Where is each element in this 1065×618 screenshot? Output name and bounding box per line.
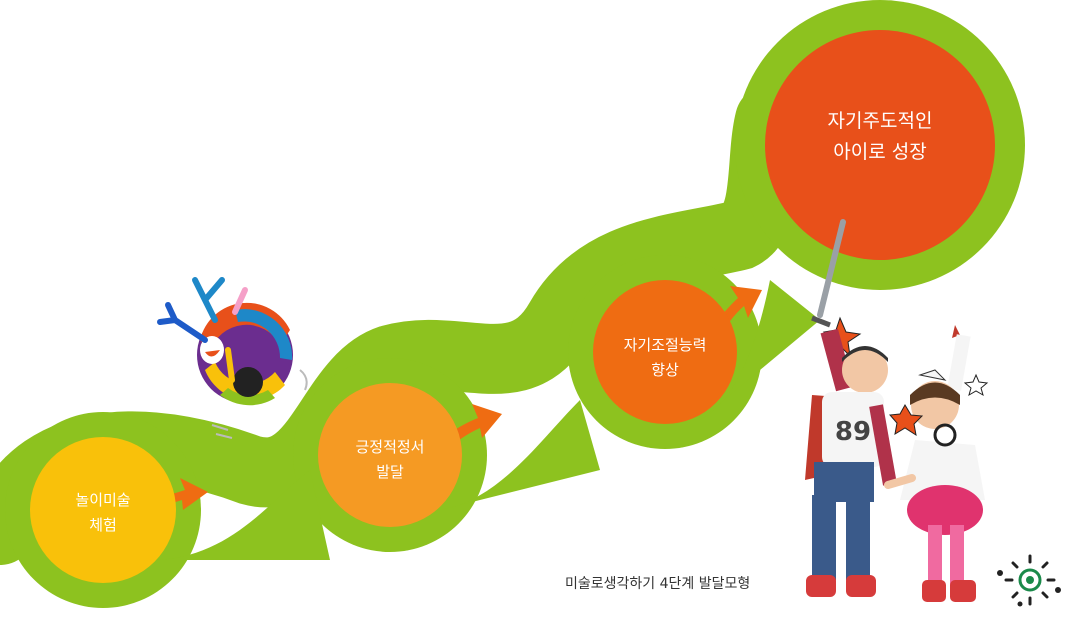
doodle-sun-icon	[997, 554, 1061, 607]
stage-4-label-line1: 자기주도적인	[828, 110, 933, 132]
diagram-caption: 미술로생각하기 4단계 발달모형	[565, 576, 750, 592]
yarn-ball-mascot-icon	[157, 277, 308, 439]
stage-1-label-line2: 체험	[89, 516, 117, 534]
stage-1: 놀이미술 체험	[30, 437, 176, 583]
svg-text:89: 89	[835, 417, 871, 447]
stage-3: 자기조절능력 향상	[593, 280, 737, 424]
stage-4: 자기주도적인 아이로 성장	[765, 30, 995, 260]
stage-2: 긍정적정서 발달	[318, 383, 462, 527]
stage-4-label-line2: 아이로 성장	[833, 141, 926, 163]
stage-3-label-line1: 자기조절능력	[624, 336, 707, 354]
stage-1-label-line1: 놀이미술	[75, 491, 130, 509]
stage-2-label-line2: 발달	[376, 463, 404, 481]
children-superhero-photo: 89	[805, 219, 989, 602]
stage-2-label-line1: 긍정적정서	[355, 438, 424, 456]
stage-3-label-line2: 향상	[651, 361, 679, 379]
